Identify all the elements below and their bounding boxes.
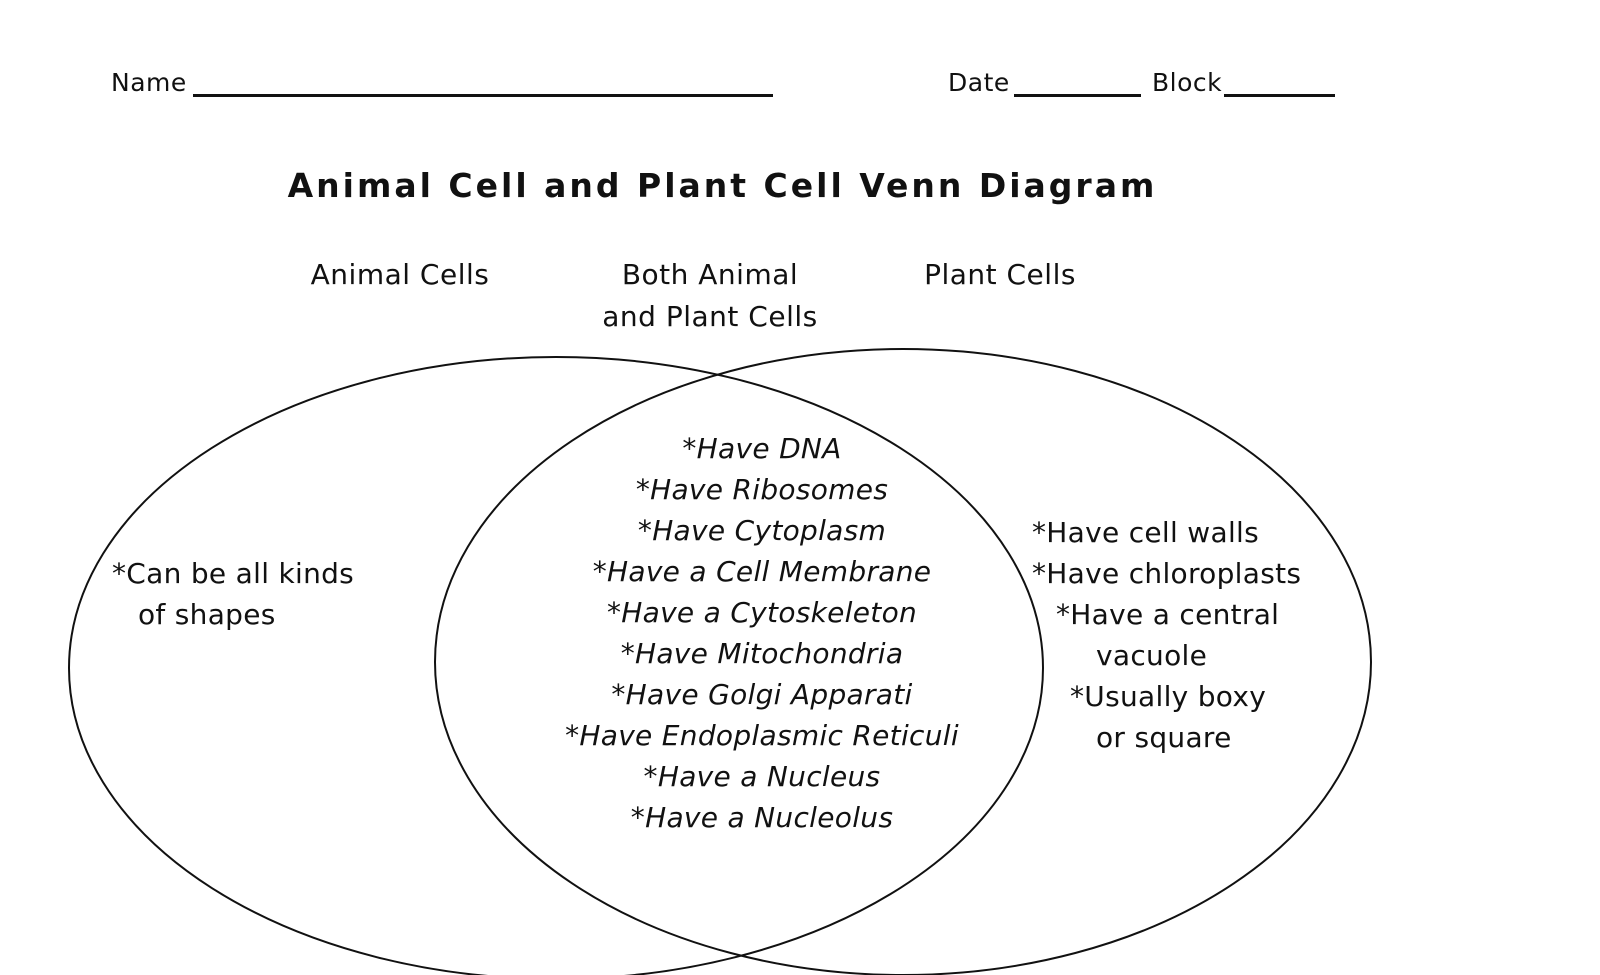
both-item: *Have a Cytoskeleton [606,596,918,629]
both-item: *Have Ribosomes [635,473,889,506]
plant-item: *Have cell walls [1032,516,1259,549]
date-blank-line[interactable] [1014,94,1141,97]
plant-item: vacuole [1096,639,1208,672]
plant-item: *Usually boxy [1070,680,1267,713]
name-label: Name [111,68,187,97]
both-items: *Have DNA *Have Ribosomes *Have Cytoplas… [552,428,972,838]
name-blank-line[interactable] [193,94,773,97]
plant-item: or square [1096,721,1232,754]
animal-item: of shapes [138,598,276,631]
plant-item: *Have a central [1056,598,1280,631]
both-item: *Have Endoplasmic Reticuli [565,719,959,752]
animal-items: *Can be all kinds of shapes [112,553,354,635]
page-title: Animal Cell and Plant Cell Venn Diagram [287,166,1158,205]
both-item: *Have a Nucleolus [630,801,894,834]
animal-cell-circle [68,356,1044,975]
plant-item: *Have chloroplasts [1032,557,1302,590]
both-item: *Have a Nucleus [643,760,881,793]
block-label: Block [1152,68,1223,97]
both-cells-label-line1: Both Animal [621,258,799,291]
both-item: *Have Mitochondria [620,637,904,670]
both-item: *Have Golgi Apparati [611,678,913,711]
both-item: *Have a Cell Membrane [592,555,932,588]
animal-item: *Can be all kinds [112,557,355,590]
plant-cell-circle [434,348,1372,975]
plant-items: *Have cell walls *Have chloroplasts *Hav… [1032,512,1301,758]
block-blank-line[interactable] [1224,94,1335,97]
animal-cells-label: Animal Cells [310,258,490,291]
both-item: *Have Cytoplasm [637,514,887,547]
both-cells-label-line2: and Plant Cells [602,300,818,333]
both-item: *Have DNA [682,432,842,465]
date-label: Date [948,68,1010,97]
plant-cells-label: Plant Cells [924,258,1076,291]
